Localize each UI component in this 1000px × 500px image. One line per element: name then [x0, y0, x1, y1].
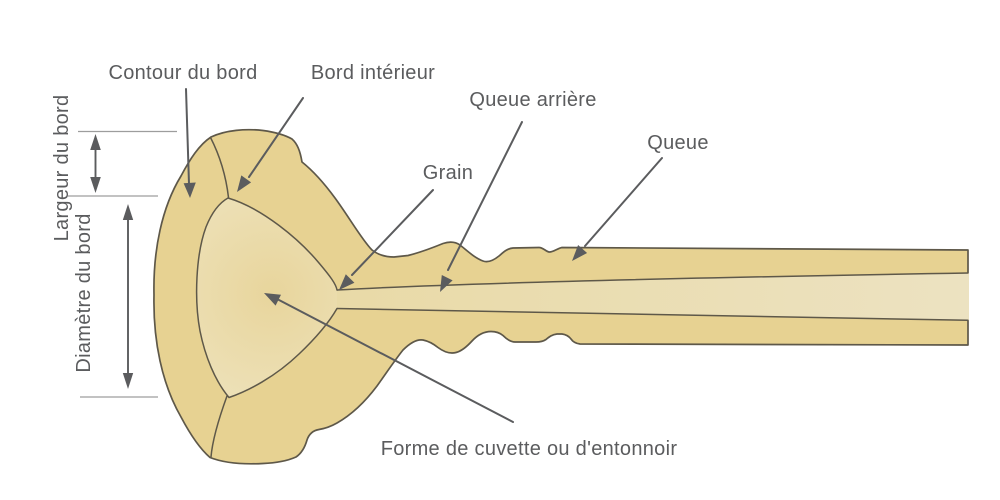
queue-arriere-arrow [440, 121, 523, 292]
contour-du-bord-arrow [183, 88, 196, 198]
label-queue-arriere: Queue arrière [469, 89, 596, 111]
cup-shape [196, 198, 337, 398]
rim-bottom-line [210, 395, 228, 458]
queue-arrow [572, 157, 663, 261]
rim-width-arrow [90, 134, 101, 193]
grain-arrow [339, 189, 434, 290]
label-diametre-du-bord: Diamètre du bord [73, 213, 95, 372]
label-forme-cuvette: Forme de cuvette ou d'entonnoir [381, 438, 678, 460]
label-bord-interieur: Bord intérieur [311, 62, 435, 84]
forme-cuvette-arrow [264, 293, 514, 423]
label-queue: Queue [647, 132, 709, 154]
label-grain: Grain [423, 162, 473, 184]
bore-bottom-line [336, 307, 969, 322]
label-contour-du-bord: Contour du bord [108, 62, 257, 84]
bore-channel-shape [337, 272, 969, 321]
rim-top-line [209, 136, 230, 199]
bore-top-line [336, 272, 969, 291]
cup-outline [195, 197, 338, 399]
label-largeur-du-bord: Largeur du bord [51, 95, 73, 242]
rim-diameter-arrow [122, 204, 134, 389]
bord-interieur-arrow [237, 97, 304, 192]
